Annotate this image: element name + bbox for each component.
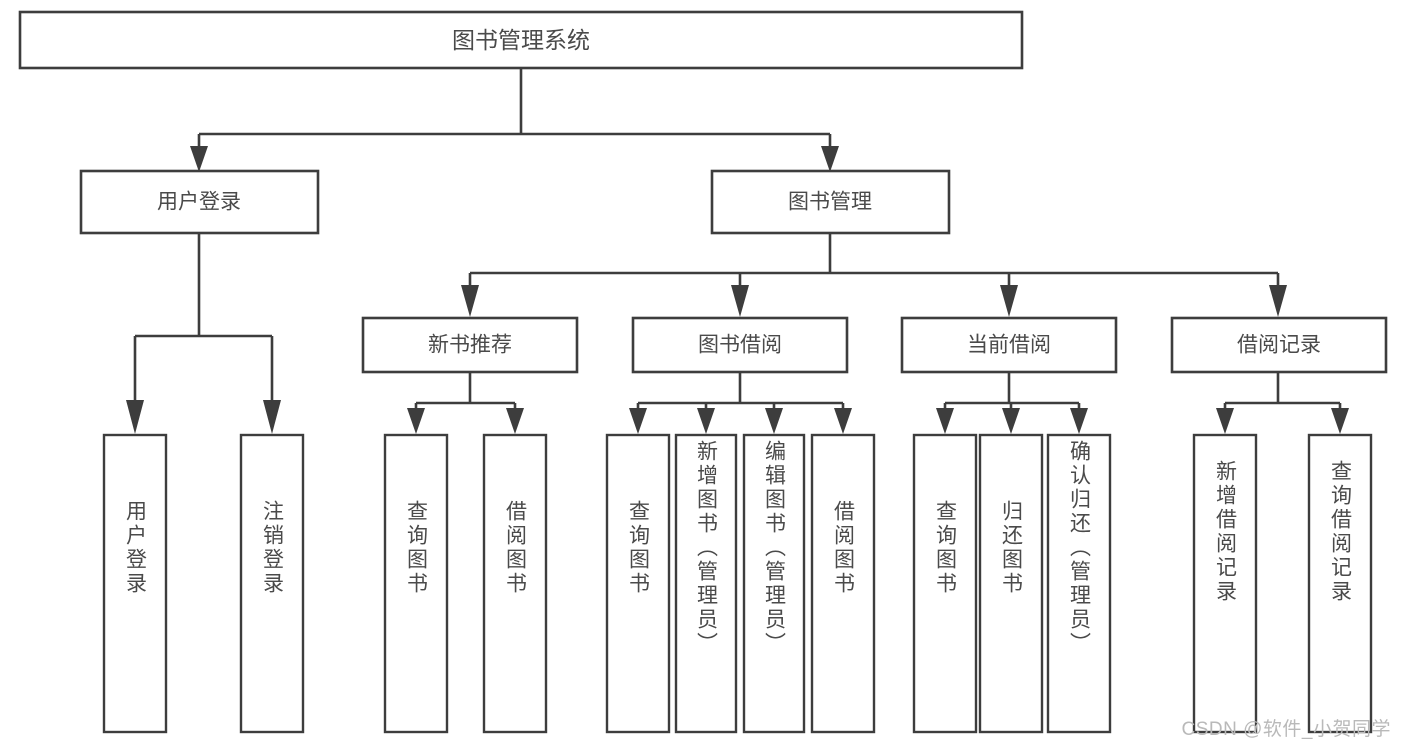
arrow-head-leaf-add-record — [1216, 408, 1234, 434]
connector-borrowrecord-to-leaves — [1216, 372, 1349, 434]
node-book-management[interactable]: 图书管理 — [710, 169, 951, 235]
leaf-box-borrow-book-1[interactable] — [482, 433, 548, 734]
leaf-box-add-record[interactable] — [1192, 433, 1258, 734]
leaf-box-query-book-1[interactable] — [383, 433, 449, 734]
node-book-borrow-box[interactable] — [631, 316, 849, 374]
connector-bookborrow-to-leaves — [629, 372, 852, 434]
node-book-management-box[interactable] — [710, 169, 951, 235]
node-new-book-recommend[interactable]: 新书推荐 — [361, 316, 579, 374]
arrow-head-leaf-query-record — [1331, 408, 1349, 434]
leaf-box-borrow-book-2[interactable] — [810, 433, 876, 734]
node-book-borrow-label: 图书借阅 — [698, 334, 782, 357]
arrow-head-leaf-confirm-return — [1070, 408, 1088, 434]
arrow-head-leaf-add-book — [697, 408, 715, 434]
csdn-watermark: CSDN @软件_小贺同学 — [1181, 719, 1391, 740]
node-borrow-record-label: 借阅记录 — [1237, 334, 1321, 357]
leaf-box-return-book[interactable] — [978, 433, 1044, 734]
arrow-head-borrow-record — [1269, 285, 1287, 317]
node-user-login-box[interactable] — [79, 169, 320, 235]
connector-root-to-level1 — [190, 68, 839, 172]
connector-newbook-to-leaves — [407, 372, 524, 434]
arrow-head-new-book-recommend — [461, 285, 479, 317]
arrow-head-leaf-user-login — [126, 400, 144, 434]
arrow-head-leaf-borrow-book-1 — [506, 408, 524, 434]
node-user-login-label: 用户登录 — [157, 191, 241, 214]
connector-userlogin-to-leaves — [126, 233, 281, 434]
node-borrow-record-box[interactable] — [1170, 316, 1388, 374]
node-book-borrow[interactable]: 图书借阅 — [631, 316, 849, 374]
node-borrow-record[interactable]: 借阅记录 — [1170, 316, 1388, 374]
connector-currentborrow-to-leaves — [936, 372, 1088, 434]
node-new-book-recommend-box[interactable] — [361, 316, 579, 374]
node-root-label: 图书管理系统 — [452, 27, 590, 53]
node-current-borrow-label: 当前借阅 — [967, 334, 1051, 357]
connector-bookmgmt-to-level2 — [461, 233, 1287, 317]
leaf-box-edit-book[interactable] — [742, 433, 806, 734]
leaf-box-query-book-3[interactable] — [912, 433, 978, 734]
node-current-borrow-box[interactable] — [900, 316, 1118, 374]
node-user-login[interactable]: 用户登录 — [79, 169, 320, 235]
node-new-book-recommend-label: 新书推荐 — [428, 334, 512, 357]
leaf-box-query-record[interactable] — [1307, 433, 1373, 734]
leaf-box-add-book[interactable] — [674, 433, 738, 734]
arrow-head-leaf-borrow-book-2 — [834, 408, 852, 434]
arrow-head-leaf-query-book-2 — [629, 408, 647, 434]
arrow-head-userlogin — [190, 146, 208, 172]
leaf-box-confirm-return[interactable] — [1046, 433, 1112, 734]
arrow-head-leaf-logout — [263, 400, 281, 434]
leaf-box-query-book-2[interactable] — [605, 433, 671, 734]
arrow-head-current-borrow — [1000, 285, 1018, 317]
arrow-head-leaf-query-book-1 — [407, 408, 425, 434]
node-current-borrow[interactable]: 当前借阅 — [900, 316, 1118, 374]
arrow-head-leaf-edit-book — [765, 408, 783, 434]
node-root-box[interactable] — [18, 10, 1024, 70]
arrow-head-leaf-return-book — [1002, 408, 1020, 434]
leaf-box-user-login[interactable] — [102, 433, 168, 734]
node-book-management-label: 图书管理 — [788, 191, 872, 214]
arrow-head-leaf-query-book-3 — [936, 408, 954, 434]
arrow-head-bookmgmt — [821, 146, 839, 172]
arrow-head-book-borrow — [731, 285, 749, 317]
node-root[interactable]: 图书管理系统 — [18, 10, 1024, 70]
leaf-box-logout[interactable] — [239, 433, 305, 734]
